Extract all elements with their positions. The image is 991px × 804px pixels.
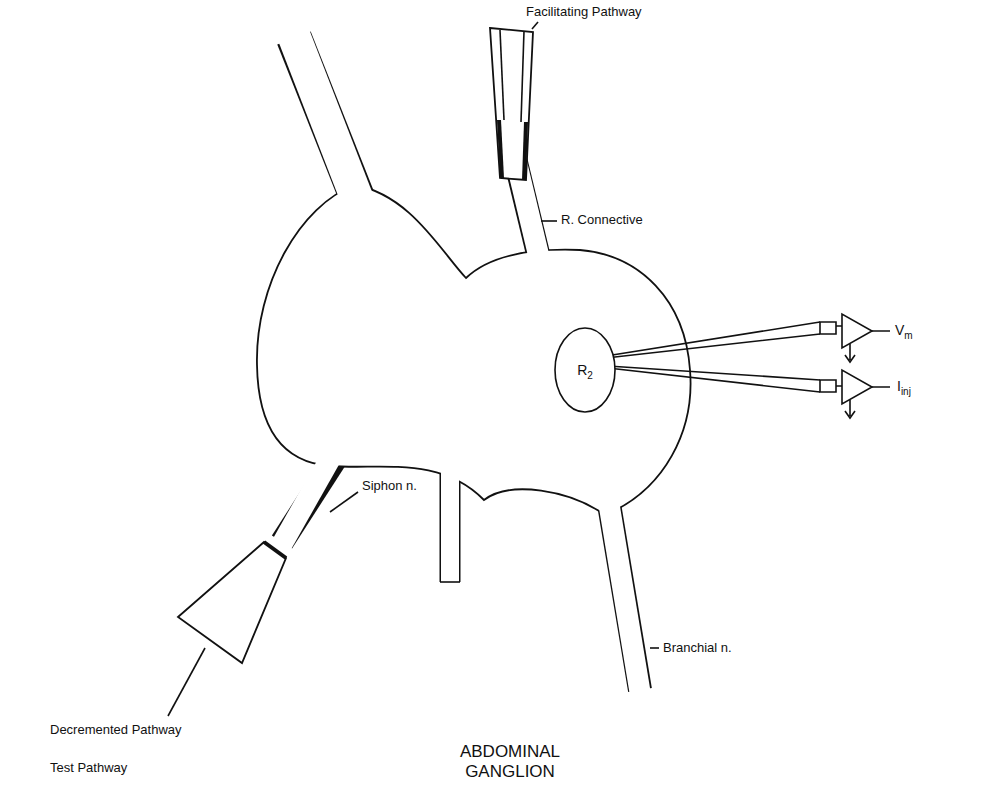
figure-label: Decremented Pathway (50, 722, 182, 738)
figure-label: ABDOMINAL GANGLION (430, 742, 590, 783)
leader-line (330, 492, 358, 512)
figure-label: Facilitating Pathway (526, 4, 642, 20)
leader-line (650, 647, 659, 649)
figure-label: Branchial n. (663, 640, 732, 656)
suction-electrode-top (490, 22, 538, 180)
cell-name: R (577, 362, 587, 378)
signal-subscript: inj (901, 386, 911, 398)
cell-ellipse (555, 328, 615, 412)
leader-line (541, 220, 557, 222)
nerve-end (440, 581, 460, 583)
nerve-cores (282, 36, 640, 692)
figure-label: Test Pathway (50, 760, 127, 776)
figure-label: I (897, 378, 901, 395)
suction-electrode-bottom (168, 542, 286, 716)
signal-subscript: m (904, 330, 912, 342)
amplifier-symbols (836, 314, 890, 418)
figure-label: V (895, 322, 904, 339)
neuron-cell: R2 (553, 326, 617, 414)
figure-label: Siphon n. (362, 478, 417, 494)
figure-label: R. Connective (561, 212, 643, 228)
microelectrodes (606, 322, 836, 392)
cell-subscript: 2 (587, 370, 593, 381)
